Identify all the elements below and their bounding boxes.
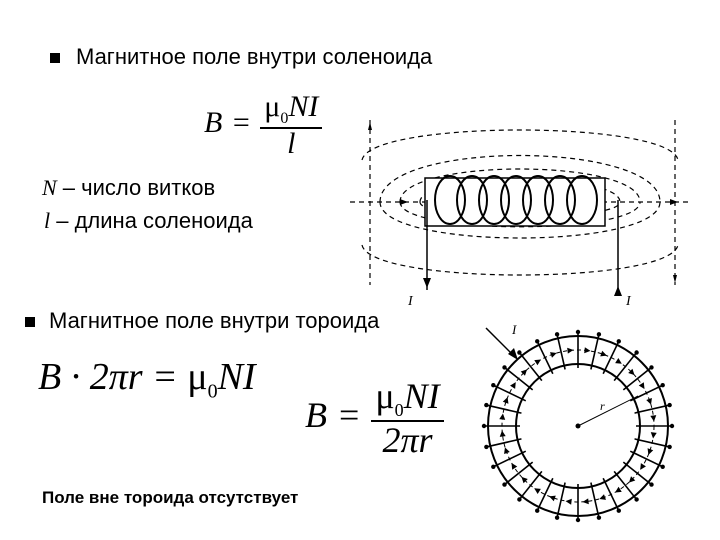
fraction-bar: [260, 127, 323, 129]
toroid-turn-dot: [491, 383, 496, 388]
formula-b: B: [204, 106, 223, 140]
toroid-turn: [556, 334, 566, 370]
toroid-turn-dot: [575, 517, 581, 523]
toroid-field-arrow: [582, 498, 589, 505]
toroid-formula-fraction: μ0NI 2πr: [371, 376, 444, 460]
toroid-turn-dot: [634, 350, 639, 355]
definition-n-symbol: N: [42, 175, 57, 200]
toroid-turn: [602, 340, 620, 375]
toroid-turn-dot: [554, 332, 560, 337]
toroid-turn-dot: [535, 339, 540, 344]
toroid-turn-dot: [502, 482, 507, 487]
toroid-turn-dot: [517, 497, 522, 502]
toroid-field-arrow: [646, 398, 652, 405]
toroid-field-arrow: [599, 494, 606, 500]
toroid-field-arrow: [550, 352, 557, 358]
toroid-turn: [629, 450, 664, 468]
toroid-formula-denominator: 2πr: [382, 419, 433, 460]
formula-numerator: μ0NI: [260, 92, 322, 127]
toroid-turn: [613, 470, 638, 500]
toroid-turn-dot: [649, 365, 654, 370]
solenoid-heading: Магнитное поле внутри соленоида: [76, 44, 433, 69]
toroid-field-arrow: [499, 430, 506, 437]
toroid-turn: [622, 366, 652, 391]
toroid-turn-dot: [554, 515, 560, 520]
definition-n-text: – число витков: [56, 175, 216, 200]
toroid-formula-circulation: B · 2πr = μ0NI: [38, 358, 256, 402]
toroid-field-arrow: [549, 495, 556, 502]
definition-l: l – длина соленоида: [44, 208, 253, 234]
toroid-field-arrow: [567, 347, 574, 354]
toroid-turn: [590, 482, 600, 518]
toroid-turn-dot: [481, 423, 487, 429]
solenoid-current-label-right: I: [625, 294, 632, 309]
toroid-formula-eq: =: [339, 394, 360, 435]
toroid-turn: [504, 461, 534, 486]
toroid-turn-dot: [667, 444, 672, 450]
formula-fraction: μ0NI l: [260, 92, 323, 160]
circulation-mu-sub: 0: [207, 380, 218, 403]
toroid-ni: NI: [403, 376, 440, 416]
toroid-turn: [492, 384, 527, 402]
toroid-fraction-bar: [371, 420, 444, 422]
toroid-turn-dot: [660, 464, 665, 469]
toroid-formula-b: B: [305, 394, 327, 435]
toroid-turn-dot: [502, 365, 507, 370]
toroid-radius-label: r: [600, 399, 605, 413]
toroid-turn-dot: [517, 350, 522, 355]
formula-eq: =: [232, 106, 250, 140]
toroid-turn-dot: [491, 464, 496, 469]
circulation-lhs: B · 2πr =: [38, 356, 188, 398]
toroid-turn-dot: [649, 482, 654, 487]
solenoid-formula: B = μ0NI l: [204, 92, 323, 160]
toroid-current-label: I: [511, 322, 517, 337]
toroid-mu: μ: [375, 376, 395, 416]
toroid-mu-sub: 0: [394, 400, 404, 421]
toroid-turn-dot: [660, 383, 665, 388]
toroid-turn-dot: [484, 444, 489, 450]
toroid-field-arrow: [650, 415, 657, 422]
mu-subscript: 0: [280, 110, 289, 127]
definition-n: N – число витков: [42, 175, 215, 201]
bullet-2-icon: [25, 317, 35, 327]
toroid-turn-dot: [575, 329, 581, 335]
toroid-field-arrow: [647, 448, 654, 455]
circulation-mu: μ: [187, 356, 208, 398]
toroid-turn-dot: [669, 423, 675, 429]
toroid-turn-dot: [596, 332, 602, 337]
toroid-turn-dot: [596, 515, 602, 520]
solenoid-field-diagram: I I: [350, 120, 690, 309]
definition-l-symbol: l: [44, 208, 51, 233]
toroid-diagram: I r: [481, 322, 675, 523]
toroid-turn-dot: [484, 402, 489, 408]
mu-symbol: μ: [264, 90, 281, 123]
solenoid-current-label-left: I: [407, 294, 414, 309]
toroid-heading: Магнитное поле внутри тороида: [49, 308, 380, 333]
toroid-turn-dot: [634, 497, 639, 502]
toroid-formula-numerator: μ0NI: [371, 376, 443, 421]
toroid-turn: [518, 352, 543, 382]
toroid-turn: [634, 404, 670, 414]
toroid-formula-field: B = μ0NI 2πr: [305, 376, 444, 460]
bullet-1-icon: [50, 53, 60, 63]
toroid-turn-dot: [616, 508, 621, 513]
toroid-note: Поле вне тороида отсутствует: [42, 488, 299, 507]
toroid-turn-dot: [535, 508, 540, 513]
toroid-turn: [536, 477, 554, 512]
formula-denominator: l: [287, 126, 296, 160]
numerator-ni: NI: [288, 90, 319, 123]
definition-l-text: – длина соленоида: [50, 208, 253, 233]
toroid-turn: [486, 438, 522, 448]
toroid-field-arrow: [504, 447, 510, 454]
circulation-ni: NI: [217, 356, 256, 398]
toroid-turn-dot: [667, 402, 672, 408]
toroid-turn-dot: [616, 339, 621, 344]
